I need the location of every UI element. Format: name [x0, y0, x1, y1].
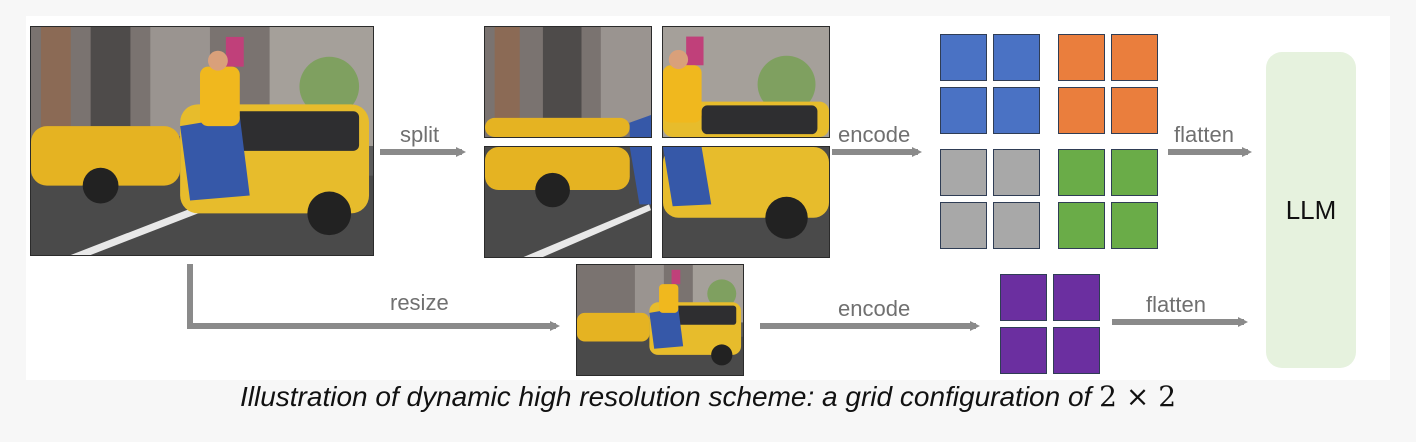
- token-purple-2: [1053, 274, 1100, 321]
- split-label: split: [400, 122, 440, 147]
- token-purple-4: [1053, 327, 1100, 374]
- flatten-label-top: flatten: [1174, 122, 1234, 147]
- resize-label: resize: [390, 290, 449, 315]
- token-gray-2: [993, 149, 1040, 196]
- token-blue-3: [940, 87, 987, 134]
- token-orange-2: [1111, 34, 1158, 81]
- token-green-3: [1058, 202, 1105, 249]
- token-gray-4: [993, 202, 1040, 249]
- crop-top-left: [484, 26, 652, 138]
- resize-arrow: [187, 264, 560, 331]
- token-gray-1: [940, 149, 987, 196]
- caption-math: 2 × 2: [1099, 380, 1177, 413]
- caption-text: Illustration of dynamic high resolution …: [239, 381, 1100, 412]
- token-purple-1: [1000, 274, 1047, 321]
- crop-bottom-left: [484, 146, 652, 258]
- token-gray-3: [940, 202, 987, 249]
- encode-label-bottom: encode: [838, 296, 911, 321]
- token-green-1: [1058, 149, 1105, 196]
- original-image: [30, 26, 374, 256]
- token-orange-4: [1111, 87, 1158, 134]
- token-blue-1: [940, 34, 987, 81]
- caption: Illustration of dynamic high resolution …: [0, 380, 1416, 413]
- encode-label-top: encode: [838, 122, 911, 147]
- token-orange-3: [1058, 87, 1105, 134]
- resized-image: [576, 264, 744, 376]
- llm-box: LLM: [1266, 52, 1356, 368]
- token-purple-3: [1000, 327, 1047, 374]
- token-green-2: [1111, 149, 1158, 196]
- token-orange-1: [1058, 34, 1105, 81]
- llm-label: LLM: [1285, 194, 1337, 225]
- token-blue-2: [993, 34, 1040, 81]
- token-green-4: [1111, 202, 1158, 249]
- crop-bottom-right: [662, 146, 830, 258]
- flatten-label-bottom: flatten: [1146, 292, 1206, 317]
- crop-top-right: [662, 26, 830, 138]
- token-blue-4: [993, 87, 1040, 134]
